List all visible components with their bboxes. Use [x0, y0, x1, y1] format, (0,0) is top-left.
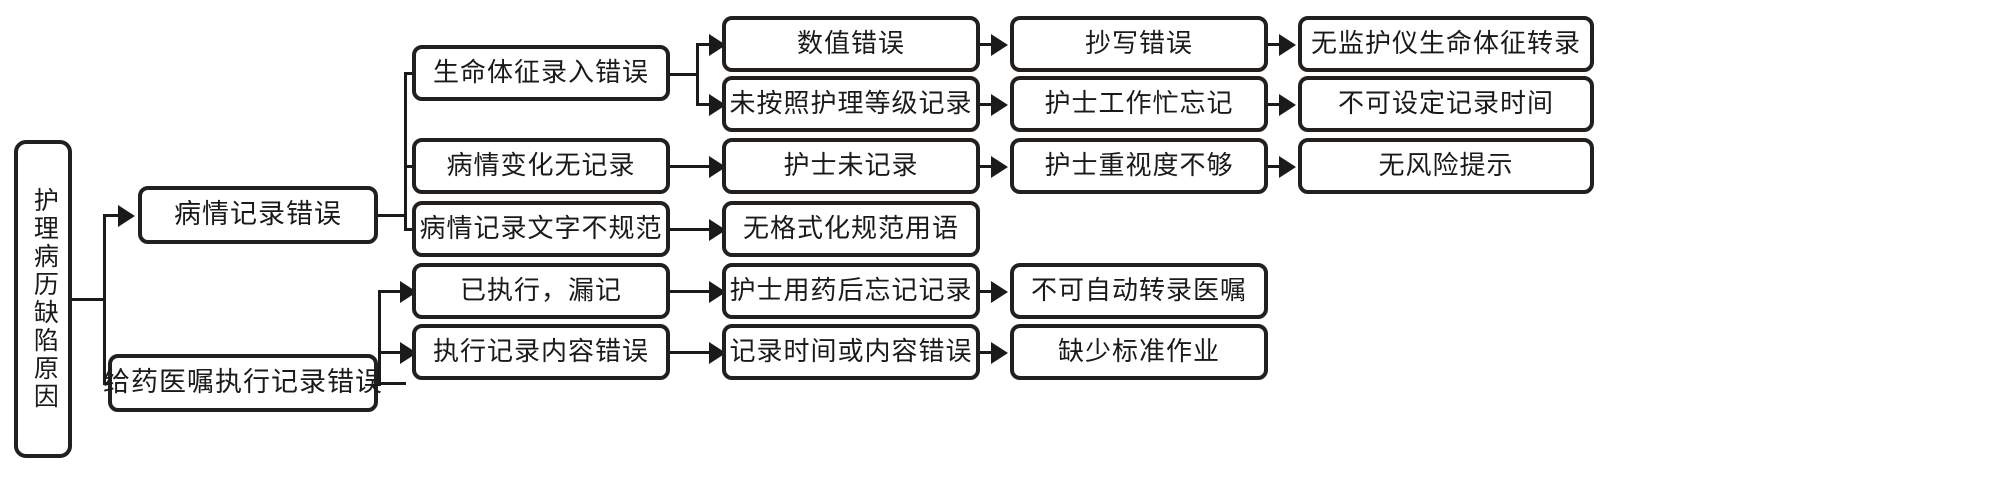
node-l4-2[interactable]: 未按照护理等级记录 — [722, 76, 980, 132]
node-l3-5[interactable]: 执行记录内容错误 — [412, 324, 670, 380]
node-l5-4[interactable]: 不可自动转录医嘱 — [1010, 263, 1268, 319]
connector-l2-2-out — [378, 382, 406, 385]
arrowhead-l3-4-to-l4-5 — [709, 281, 726, 303]
node-l4-1[interactable]: 数值错误 — [722, 16, 980, 72]
node-l4-4[interactable]: 无格式化规范用语 — [722, 201, 980, 257]
arrowhead-l4-2-to-l5-2 — [991, 94, 1008, 116]
arrowhead-l3-1-to-l4-2 — [709, 94, 726, 116]
arrowhead-root-to-l2-1 — [118, 205, 135, 227]
arrowhead-l5-1-to-l6-1 — [1279, 34, 1296, 56]
connector-l3-2-to-l4-3 — [670, 165, 714, 168]
node-l5-5[interactable]: 缺少标准作业 — [1010, 324, 1268, 380]
arrowhead-l4-5-to-l5-4 — [991, 281, 1008, 303]
node-l6-1[interactable]: 无监护仪生命体征转录 — [1298, 16, 1594, 72]
connector-l2-2-to-l3-5 — [378, 351, 408, 354]
node-root[interactable]: 护理病历缺陷原因 — [14, 140, 72, 458]
node-l6-3[interactable]: 无风险提示 — [1298, 138, 1594, 194]
connector-l3-1-out — [670, 73, 698, 76]
node-l2-1[interactable]: 病情记录错误 — [138, 186, 378, 244]
connector-l3-4-to-l4-5 — [670, 290, 714, 293]
node-l3-3[interactable]: 病情记录文字不规范 — [412, 201, 670, 257]
connector-l2-1-spine — [404, 72, 407, 230]
node-l3-1[interactable]: 生命体征录入错误 — [412, 45, 670, 101]
arrowhead-l5-3-to-l6-3 — [1279, 156, 1296, 178]
connector-l2-2-to-l3-4 — [378, 290, 408, 293]
node-l4-5[interactable]: 护士用药后忘记记录 — [722, 263, 980, 319]
connector-root-stub-top — [72, 298, 106, 301]
connector-root-to-l2-1 — [103, 214, 123, 217]
arrowhead-l4-3-to-l5-3 — [991, 156, 1008, 178]
node-l4-6[interactable]: 记录时间或内容错误 — [722, 324, 980, 380]
node-l3-2[interactable]: 病情变化无记录 — [412, 138, 670, 194]
node-l6-2[interactable]: 不可设定记录时间 — [1298, 76, 1594, 132]
connector-l3-1-to-l4-2 — [696, 103, 714, 106]
connector-l2-2-spine — [378, 290, 381, 386]
node-l2-2[interactable]: 给药医嘱执行记录错误 — [103, 354, 382, 412]
node-l5-2[interactable]: 护士工作忙忘记 — [1010, 76, 1268, 132]
arrowhead-l3-1-to-l4-1 — [709, 34, 726, 56]
connector-l3-1-spine — [696, 43, 699, 105]
arrowhead-l4-6-to-l5-5 — [991, 342, 1008, 364]
arrowhead-l4-1-to-l5-1 — [991, 34, 1008, 56]
connector-l3-5-to-l4-6 — [670, 351, 714, 354]
node-l5-3[interactable]: 护士重视度不够 — [1010, 138, 1268, 194]
connector-l3-3-to-l4-4 — [670, 228, 714, 231]
node-l5-1[interactable]: 抄写错误 — [1010, 16, 1268, 72]
arrowhead-l3-2-to-l4-3 — [709, 156, 726, 178]
node-l4-3[interactable]: 护士未记录 — [722, 138, 980, 194]
connector-l2-1-out — [378, 214, 406, 217]
arrowhead-l5-2-to-l6-2 — [1279, 94, 1296, 116]
arrowhead-l3-5-to-l4-6 — [709, 342, 726, 364]
connector-l3-1-to-l4-1 — [696, 43, 714, 46]
node-l3-4[interactable]: 已执行，漏记 — [412, 263, 670, 319]
arrowhead-l3-3-to-l4-4 — [709, 219, 726, 241]
